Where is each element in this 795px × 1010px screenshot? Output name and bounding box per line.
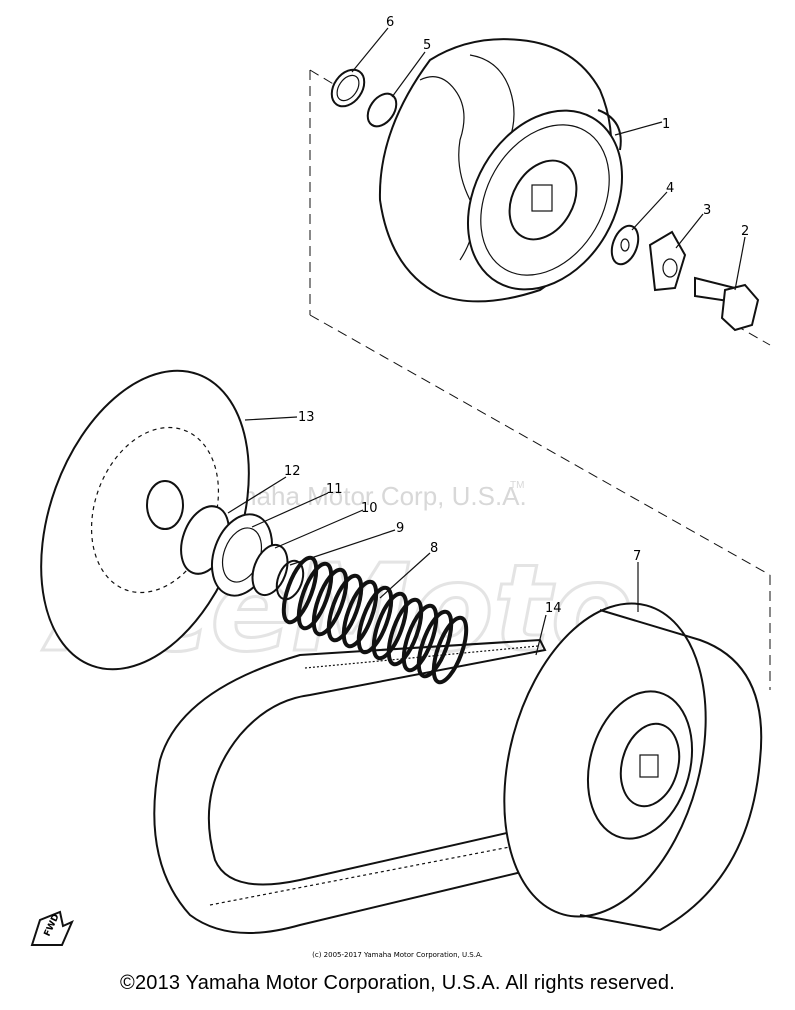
- callout-9: 9: [396, 521, 404, 536]
- copyright-notice: ©2013 Yamaha Motor Corporation, U.S.A. A…: [120, 972, 675, 994]
- spring-coil: [386, 597, 424, 667]
- spring-coil: [311, 567, 349, 637]
- callout-3: 3: [703, 203, 711, 218]
- primary-sheave-assembly: [378, 38, 624, 303]
- forward-direction-arrow: FWD: [30, 910, 74, 946]
- drive-belt: [153, 638, 547, 934]
- leader-lines: [227, 27, 746, 656]
- callout-7: 7: [633, 549, 641, 564]
- callout-10: 10: [361, 501, 378, 516]
- callout-14: 14: [545, 601, 562, 616]
- callout-numbers: 6 5 1 4 3 2 13 12 11 10 9 8 7 14: [284, 15, 749, 616]
- compression-spring: [281, 555, 469, 685]
- secondary-pulley: [503, 602, 763, 932]
- callout-6: 6: [386, 15, 394, 30]
- watermark-tm: TM: [510, 480, 524, 491]
- bolt-washer-set: [610, 224, 760, 332]
- callout-12: 12: [284, 464, 301, 479]
- callout-4: 4: [666, 181, 674, 196]
- spring-coil: [401, 603, 439, 673]
- collar-parts: [180, 505, 305, 601]
- spring-coil: [326, 573, 364, 643]
- callout-13: 13: [298, 410, 315, 425]
- callout-5: 5: [423, 38, 431, 53]
- callout-11: 11: [326, 482, 343, 497]
- callout-8: 8: [430, 541, 438, 556]
- watermark-text: Yamaha Motor Corp, U.S.A.: [205, 481, 527, 511]
- spring-coil: [296, 561, 334, 631]
- spring-coil: [416, 609, 454, 679]
- seal-and-circlip: [330, 68, 398, 128]
- callout-1: 1: [662, 117, 670, 132]
- spring-coil: [341, 579, 379, 649]
- callout-2: 2: [741, 224, 749, 239]
- small-copyright: (c) 2005-2017 Yamaha Motor Corporation, …: [312, 951, 483, 959]
- spring-coil: [371, 591, 409, 661]
